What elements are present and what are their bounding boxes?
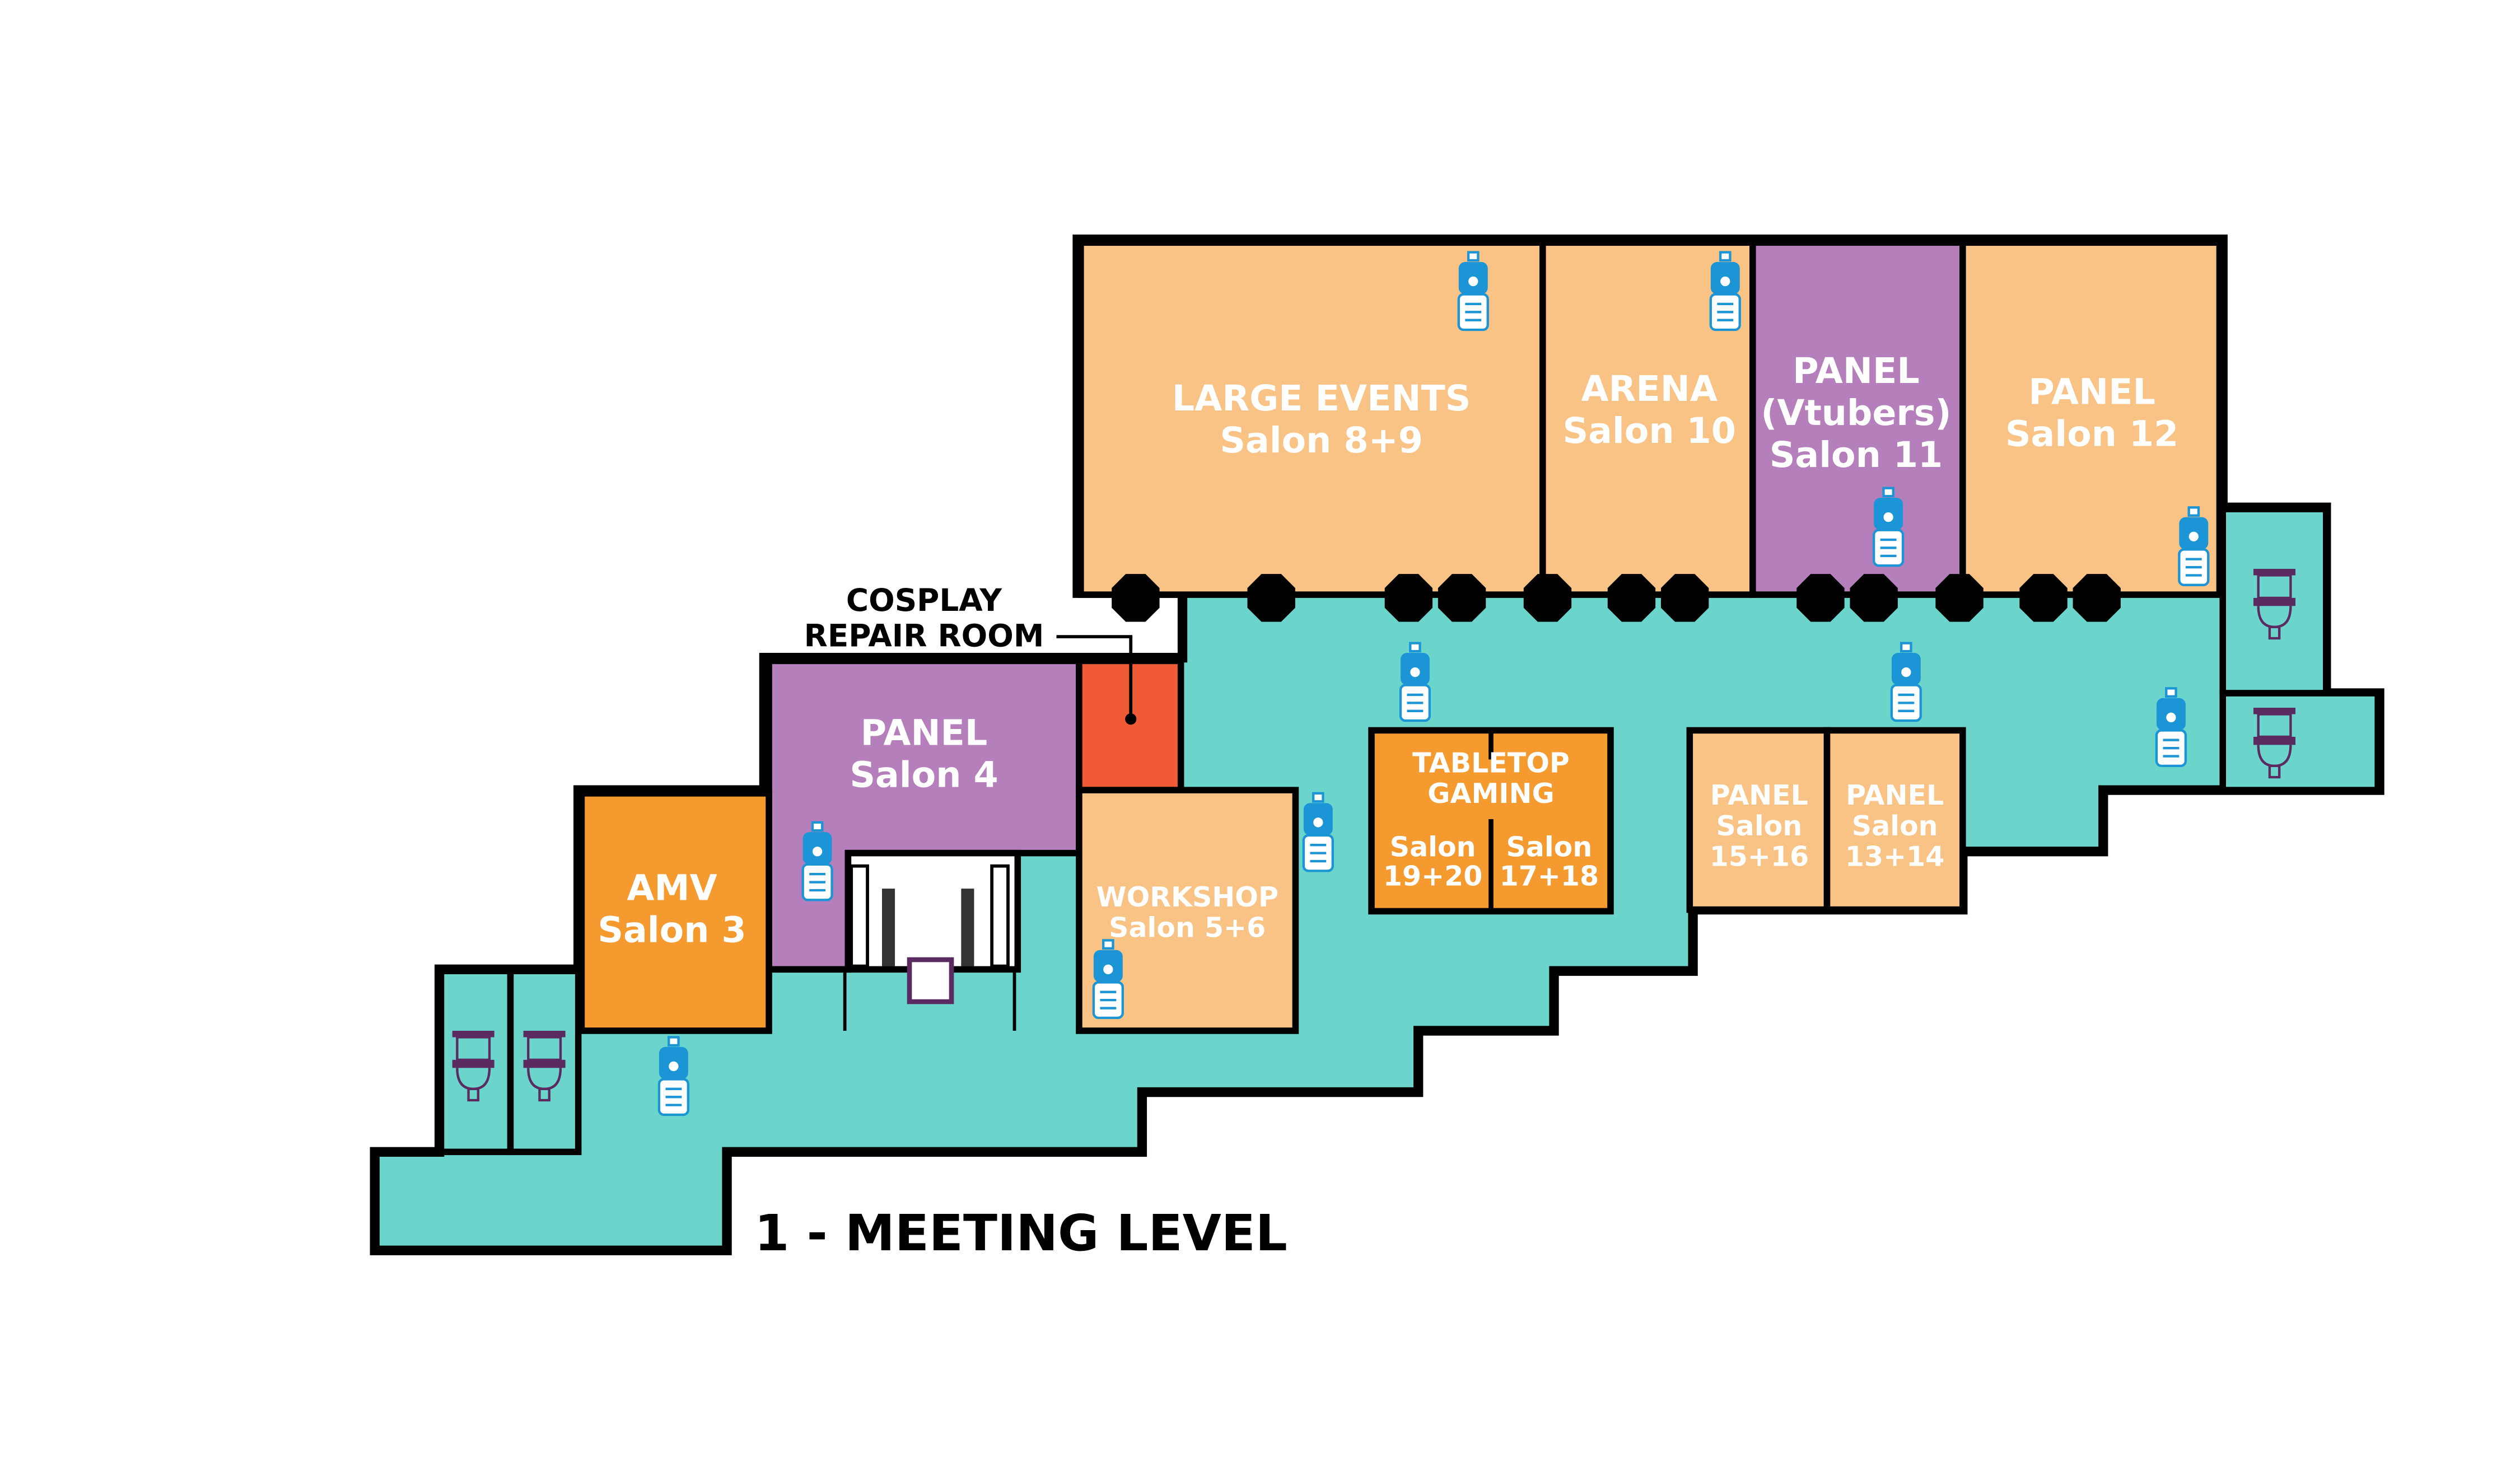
workshop-label: WORKSHOP (1096, 881, 1278, 913)
panel-15-label: PANEL (1710, 779, 1808, 811)
room-panel-salon-12[interactable] (1959, 239, 2223, 598)
toilet-icon (523, 1030, 566, 1102)
water-bottle-icon (1709, 251, 1741, 331)
water-bottle-icon (1302, 792, 1334, 872)
water-bottle-icon (1890, 642, 1922, 722)
column (2019, 574, 2068, 622)
room-panel-salon-11[interactable] (1749, 239, 1966, 598)
column (2073, 574, 2121, 622)
room-panel-salon-13-14[interactable] (1823, 727, 1966, 913)
column (1607, 574, 1656, 622)
column (1438, 574, 1486, 622)
panel-11-label: PANEL (1793, 350, 1920, 391)
tabletop-label: TABLETOP (1412, 746, 1570, 779)
tabletop-salon-a-num: 19+20 (1383, 859, 1483, 892)
water-bottle-icon (1872, 487, 1905, 567)
tabletop-salon-b-num: 17+18 (1500, 859, 1599, 892)
panel-11-sub: (Vtubers) (1761, 392, 1951, 433)
room-amv[interactable] (578, 790, 772, 1034)
water-bottle-icon (801, 821, 833, 901)
restroom-right-2 (2219, 690, 2381, 793)
room-panel-salon-15-16[interactable] (1686, 727, 1831, 913)
panel-13-num: 13+14 (1845, 840, 1945, 873)
arena-label: ARENA (1581, 368, 1718, 409)
toilet-icon (2253, 568, 2296, 640)
panel-12-salon: Salon 12 (2005, 413, 2178, 455)
tabletop-label-2: GAMING (1427, 777, 1554, 810)
column (1850, 574, 1898, 622)
tabletop-salon-a: Salon (1390, 830, 1476, 863)
column (1112, 574, 1160, 622)
level-title: 1 - MEETING LEVEL (754, 1204, 1287, 1263)
water-bottle-icon (1092, 939, 1124, 1020)
column (1796, 574, 1845, 622)
water-bottle-icon (2155, 687, 2187, 768)
cosplay-label: COSPLAY (846, 582, 1003, 618)
columns (1112, 574, 2121, 622)
panel-4-salon: Salon 4 (850, 754, 998, 795)
column (1247, 574, 1295, 622)
panel-13-salon: Salon (1852, 810, 1938, 842)
workshop-salon: Salon 5+6 (1109, 912, 1266, 944)
panel-4-label: PANEL (861, 712, 988, 753)
cosplay-pointer (1056, 635, 1133, 719)
water-bottle-icon (1399, 642, 1431, 722)
column (1935, 574, 1984, 622)
column (1523, 574, 1572, 622)
toilet-icon (2253, 708, 2296, 779)
cosplay-label-2: REPAIR ROOM (804, 618, 1044, 653)
svg-text:PANEL(Vtubers)Salon 11: PANEL(Vtubers)Salon 11 (1761, 350, 1951, 475)
tabletop-salon-b: Salon (1506, 830, 1592, 863)
large-events-label: LARGE EVENTS (1172, 377, 1471, 419)
water-bottle-icon (657, 1036, 690, 1116)
water-bottle-icon (1457, 251, 1489, 331)
panel-12-label: PANEL (2028, 371, 2155, 413)
panel-11-salon: Salon 11 (1770, 434, 1943, 475)
panel-15-num: 15+16 (1710, 840, 1809, 873)
large-events-salon: Salon 8+9 (1220, 419, 1423, 461)
amv-salon: Salon 3 (598, 909, 746, 950)
column (1660, 574, 1709, 622)
stairs-icon (850, 864, 1010, 968)
water-bottle-icon (2178, 506, 2210, 586)
panel-13-label: PANEL (1846, 779, 1944, 811)
toilet-icon (452, 1030, 494, 1102)
elevator-icon (907, 957, 954, 1004)
arena-salon: Salon 10 (1562, 410, 1735, 451)
panel-15-salon: Salon (1716, 810, 1802, 842)
column (1384, 574, 1433, 622)
amv-label: AMV (627, 867, 717, 908)
